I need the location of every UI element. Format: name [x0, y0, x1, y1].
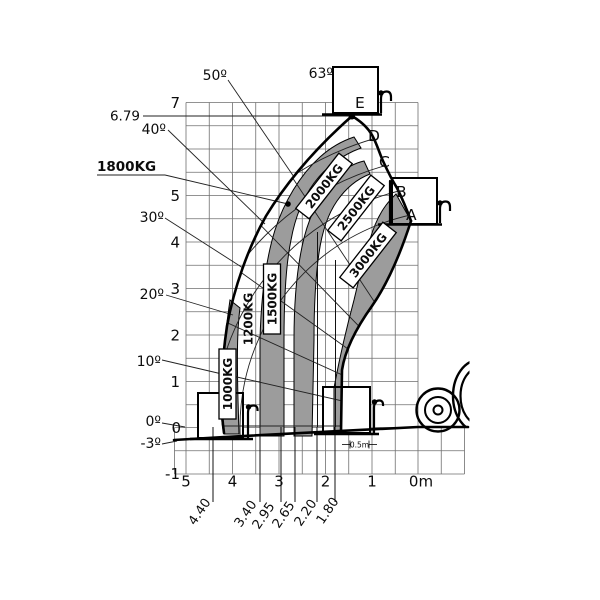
reach-boundary-lines — [212, 232, 336, 502]
angle-label-50: 50º — [203, 68, 227, 84]
stage-letter-e: E — [355, 94, 365, 112]
load-box-center-fill — [323, 387, 370, 433]
machine-outline — [415, 361, 470, 433]
stage-letters: E D C B A — [355, 94, 417, 224]
reach-label-220: 2.20 — [292, 497, 321, 529]
angle-leader-0 — [161, 422, 186, 428]
zone-label-1500kg: 1500KG — [262, 263, 282, 335]
y-tick-5: 5 — [170, 187, 180, 205]
x-tick-5: 5 — [181, 473, 191, 491]
stage-letter-c: C — [379, 153, 390, 171]
wheel-rim-icon — [424, 396, 452, 424]
boom-stage-arc-a — [239, 209, 411, 436]
special-load-point — [285, 201, 291, 207]
reach-label-180: 1.80 — [314, 495, 343, 527]
special-load-label: 1800KG — [97, 159, 156, 175]
angle-label-63: 63º — [309, 66, 333, 82]
reach-label-265: 2.65 — [270, 499, 299, 531]
y-tick-3: 3 — [170, 280, 180, 298]
x-axis-ticks: 5 4 3 2 1 0m — [181, 473, 433, 491]
angle-label-0: 0º — [145, 414, 161, 430]
hook-icon-center — [372, 399, 385, 433]
y-tick-4: 4 — [170, 234, 180, 252]
angle-label-20: 20º — [140, 287, 164, 303]
x-tick-1: 1 — [367, 473, 377, 491]
wheel-icon — [415, 387, 461, 433]
reach-label-440: 4.40 — [186, 496, 215, 528]
angle-label-10: 10º — [137, 354, 161, 370]
load-boxes — [190, 66, 452, 441]
y-tick-0: 0 — [171, 419, 181, 437]
angle-labels: 63º 50º 40º 30º 20º 10º 0º -3º — [137, 66, 333, 452]
angle-leader-40 — [167, 129, 266, 225]
svg-text:1500KG: 1500KG — [266, 273, 280, 326]
y-tick-2: 2 — [170, 327, 180, 345]
angle-leader-10 — [161, 359, 223, 375]
fork-lines — [190, 113, 442, 441]
fork-dimension: 0.5m — [342, 440, 377, 450]
y-tick-neg1: -1 — [165, 465, 180, 483]
wheel-hub-icon — [432, 404, 444, 416]
apex-point — [349, 113, 355, 120]
fender-icon — [451, 361, 470, 427]
envelope-inner-curve — [339, 219, 413, 434]
y-tick-1: 1 — [170, 373, 180, 391]
angle-leader-20 — [165, 294, 234, 316]
svg-text:1200KG: 1200KG — [242, 293, 256, 346]
angle-label-30: 30º — [140, 210, 164, 226]
x-tick-4: 4 — [228, 473, 238, 491]
zone-label-1200kg: 1200KG — [242, 293, 256, 346]
hook-icon-ab — [438, 200, 452, 223]
stage-letter-b: B — [396, 183, 407, 201]
stage-letter-d: D — [368, 127, 380, 145]
hook-icon-left — [246, 404, 259, 438]
angle-leader-50 — [227, 79, 295, 178]
angle-label-40: 40º — [142, 122, 166, 138]
zone-label-1000kg: 1000KG — [218, 348, 237, 420]
load-box-e — [332, 66, 379, 114]
stage-letter-a: A — [406, 206, 417, 224]
dimension-label: 0.5m — [350, 441, 369, 450]
envelope-right-boundary — [350, 114, 413, 223]
angle-leader-neg3 — [161, 440, 178, 445]
x-tick-3: 3 — [274, 473, 284, 491]
special-load-leader — [164, 174, 289, 205]
svg-text:1000KG: 1000KG — [221, 358, 235, 411]
angle-leader-30 — [164, 217, 244, 269]
angle-leaders — [97, 75, 352, 445]
y-tick-7: 7 — [170, 94, 180, 112]
y-axis-ticks: 7 5 4 3 2 1 0 -1 — [165, 94, 181, 483]
hook-dots — [245, 90, 443, 410]
x-tick-2: 2 — [321, 473, 331, 491]
angle-label-neg3: -3º — [140, 436, 161, 452]
hook-icon-e — [379, 90, 393, 113]
x-tick-0m: 0m — [409, 473, 433, 491]
reach-labels: 4.40 3.40 2.95 2.65 2.20 1.80 — [186, 495, 343, 532]
max-height-label: 6.79 — [110, 109, 140, 125]
hook-icons — [246, 90, 452, 438]
